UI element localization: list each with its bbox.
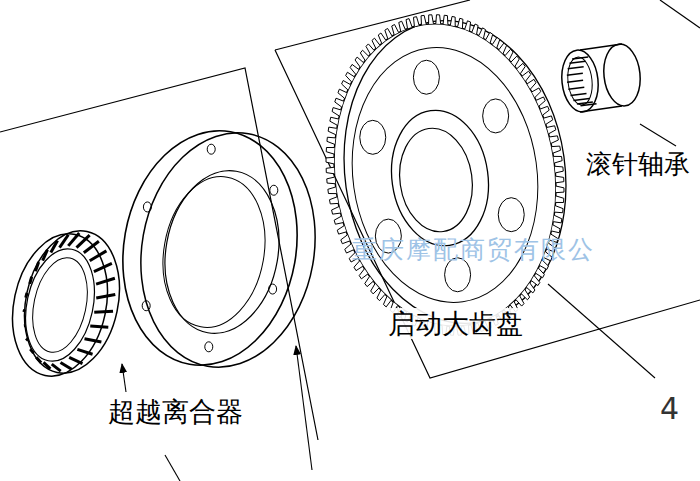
part-name: 滚针轴承 <box>586 150 690 180</box>
part-name: 启动大齿盘 <box>388 308 523 339</box>
overrunning-clutch <box>0 222 132 385</box>
watermark: 重庆摩配商贸有限公 <box>352 236 595 265</box>
needle-bearing <box>559 42 643 113</box>
part-name: 超越离合器 <box>108 396 243 427</box>
starter-gear <box>315 6 585 341</box>
callout-number: 4 <box>660 392 679 427</box>
frame-lines <box>0 0 700 440</box>
clutch-housing <box>105 117 333 381</box>
